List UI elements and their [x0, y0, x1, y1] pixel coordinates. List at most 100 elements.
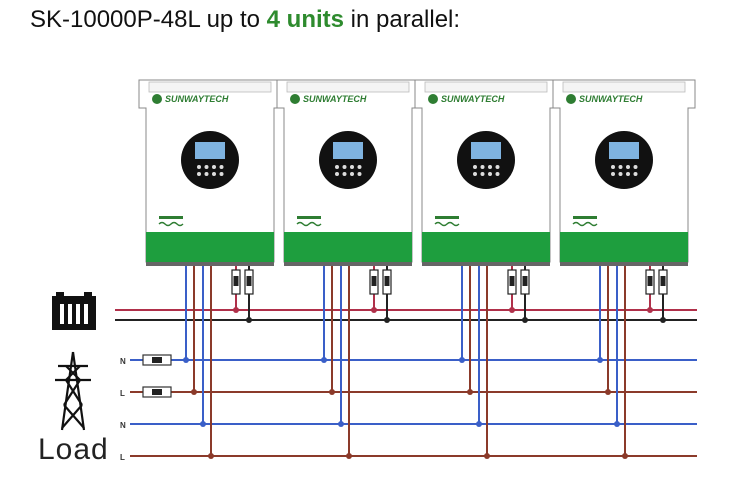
control-button-icon — [212, 172, 216, 176]
bus-wires — [115, 264, 697, 459]
fuse-element — [660, 276, 666, 286]
lcd-screen — [195, 142, 225, 159]
control-button-icon — [633, 165, 638, 169]
terminal-strip — [560, 262, 688, 266]
fuse-element — [246, 276, 252, 286]
junction-dot — [384, 317, 390, 323]
wave-mark-icon — [296, 221, 322, 227]
junction-dot — [597, 357, 603, 363]
junction-dot — [476, 421, 482, 427]
junction-dot — [647, 307, 653, 313]
inverter-green-band — [422, 232, 550, 262]
model-label-mark — [435, 216, 459, 219]
inverter-unit-3: SUNWAYTECH — [414, 79, 558, 266]
junction-dot — [329, 389, 335, 395]
inverter-unit-2: SUNWAYTECH — [276, 79, 420, 266]
control-button-icon — [219, 165, 224, 169]
inverter-green-band — [284, 232, 412, 262]
inverter-green-band — [560, 232, 688, 262]
control-button-icon — [495, 172, 500, 176]
model-label-mark — [573, 216, 597, 219]
control-button-icon — [626, 165, 630, 169]
junction-dot — [467, 389, 473, 395]
brand-name: SUNWAYTECH — [579, 94, 643, 104]
junction-dot — [605, 389, 611, 395]
control-button-icon — [480, 172, 485, 176]
battery-icon — [52, 292, 96, 330]
lcd-screen — [333, 142, 363, 159]
fuse-element — [233, 276, 239, 286]
inverter-unit-1: SUNWAYTECH — [138, 79, 282, 266]
model-label-mark — [297, 216, 321, 219]
inverter-units: SUNWAYTECH SUNWAYTECH SUNWAYTECH SUNWAYTECH — [138, 79, 696, 266]
brand-name: SUNWAYTECH — [165, 94, 229, 104]
fuse-element — [371, 276, 377, 286]
control-button-icon — [204, 172, 209, 176]
display-panel — [319, 131, 377, 189]
fuse-element — [647, 276, 653, 286]
control-button-icon — [488, 172, 492, 176]
control-button-icon — [212, 165, 216, 169]
grid-tower-icon — [55, 351, 91, 431]
junction-dot — [509, 307, 515, 313]
model-label-mark — [159, 216, 183, 219]
title-unit-count: 4 units — [266, 6, 344, 33]
junction-dot — [191, 389, 197, 395]
junction-dot — [183, 357, 189, 363]
inverter-top-bracket — [148, 81, 272, 93]
control-button-icon — [618, 172, 623, 176]
terminal-strip — [422, 262, 550, 266]
brand-logo-icon — [152, 94, 162, 104]
control-button-icon — [611, 165, 615, 169]
terminal-strip — [284, 262, 412, 266]
junction-dot — [614, 421, 620, 427]
load-label: Load — [38, 433, 109, 466]
display-panel — [595, 131, 653, 189]
junction-dot — [200, 421, 206, 427]
brand-name: SUNWAYTECH — [441, 94, 505, 104]
inverter-top-bracket — [562, 81, 686, 93]
control-button-icon — [197, 172, 201, 176]
neutral-output-tag: N — [120, 421, 126, 430]
brand-logo-icon — [290, 94, 300, 104]
control-button-icon — [611, 172, 615, 176]
control-button-icon — [495, 165, 500, 169]
inverter-top-bracket — [286, 81, 410, 93]
fuse-element — [509, 276, 515, 286]
junction-dot — [622, 453, 628, 459]
wave-mark-icon — [434, 221, 460, 227]
control-button-icon — [480, 165, 485, 169]
junction-dot — [321, 357, 327, 363]
inverter-top-bracket — [424, 81, 548, 93]
control-button-icon — [335, 165, 339, 169]
fuse-element — [522, 276, 528, 286]
display-panel — [181, 131, 239, 189]
control-button-icon — [357, 172, 362, 176]
title-suffix: in parallel: — [350, 6, 461, 33]
wave-mark-icon — [572, 221, 598, 227]
lcd-screen — [471, 142, 501, 159]
page-title: SK-10000P-48L up to 4 units in parallel: — [30, 6, 460, 34]
control-button-icon — [357, 165, 362, 169]
junction-dot — [338, 421, 344, 427]
wave-mark-icon — [158, 221, 184, 227]
fuse-element — [384, 276, 390, 286]
control-button-icon — [350, 165, 354, 169]
control-button-icon — [219, 172, 224, 176]
terminal-strip — [146, 262, 274, 266]
control-button-icon — [204, 165, 209, 169]
neutral-input-tag: N — [120, 357, 126, 366]
input-breakers — [142, 354, 172, 398]
live-output-tag: L — [120, 453, 125, 462]
control-button-icon — [633, 172, 638, 176]
brand-logo-icon — [428, 94, 438, 104]
junction-dot — [246, 317, 252, 323]
title-middle: up to — [206, 6, 260, 33]
display-panel — [457, 131, 515, 189]
control-button-icon — [197, 165, 201, 169]
inverter-unit-4: SUNWAYTECH — [552, 79, 696, 266]
control-button-icon — [342, 172, 347, 176]
junction-dot — [484, 453, 490, 459]
control-button-icon — [335, 172, 339, 176]
